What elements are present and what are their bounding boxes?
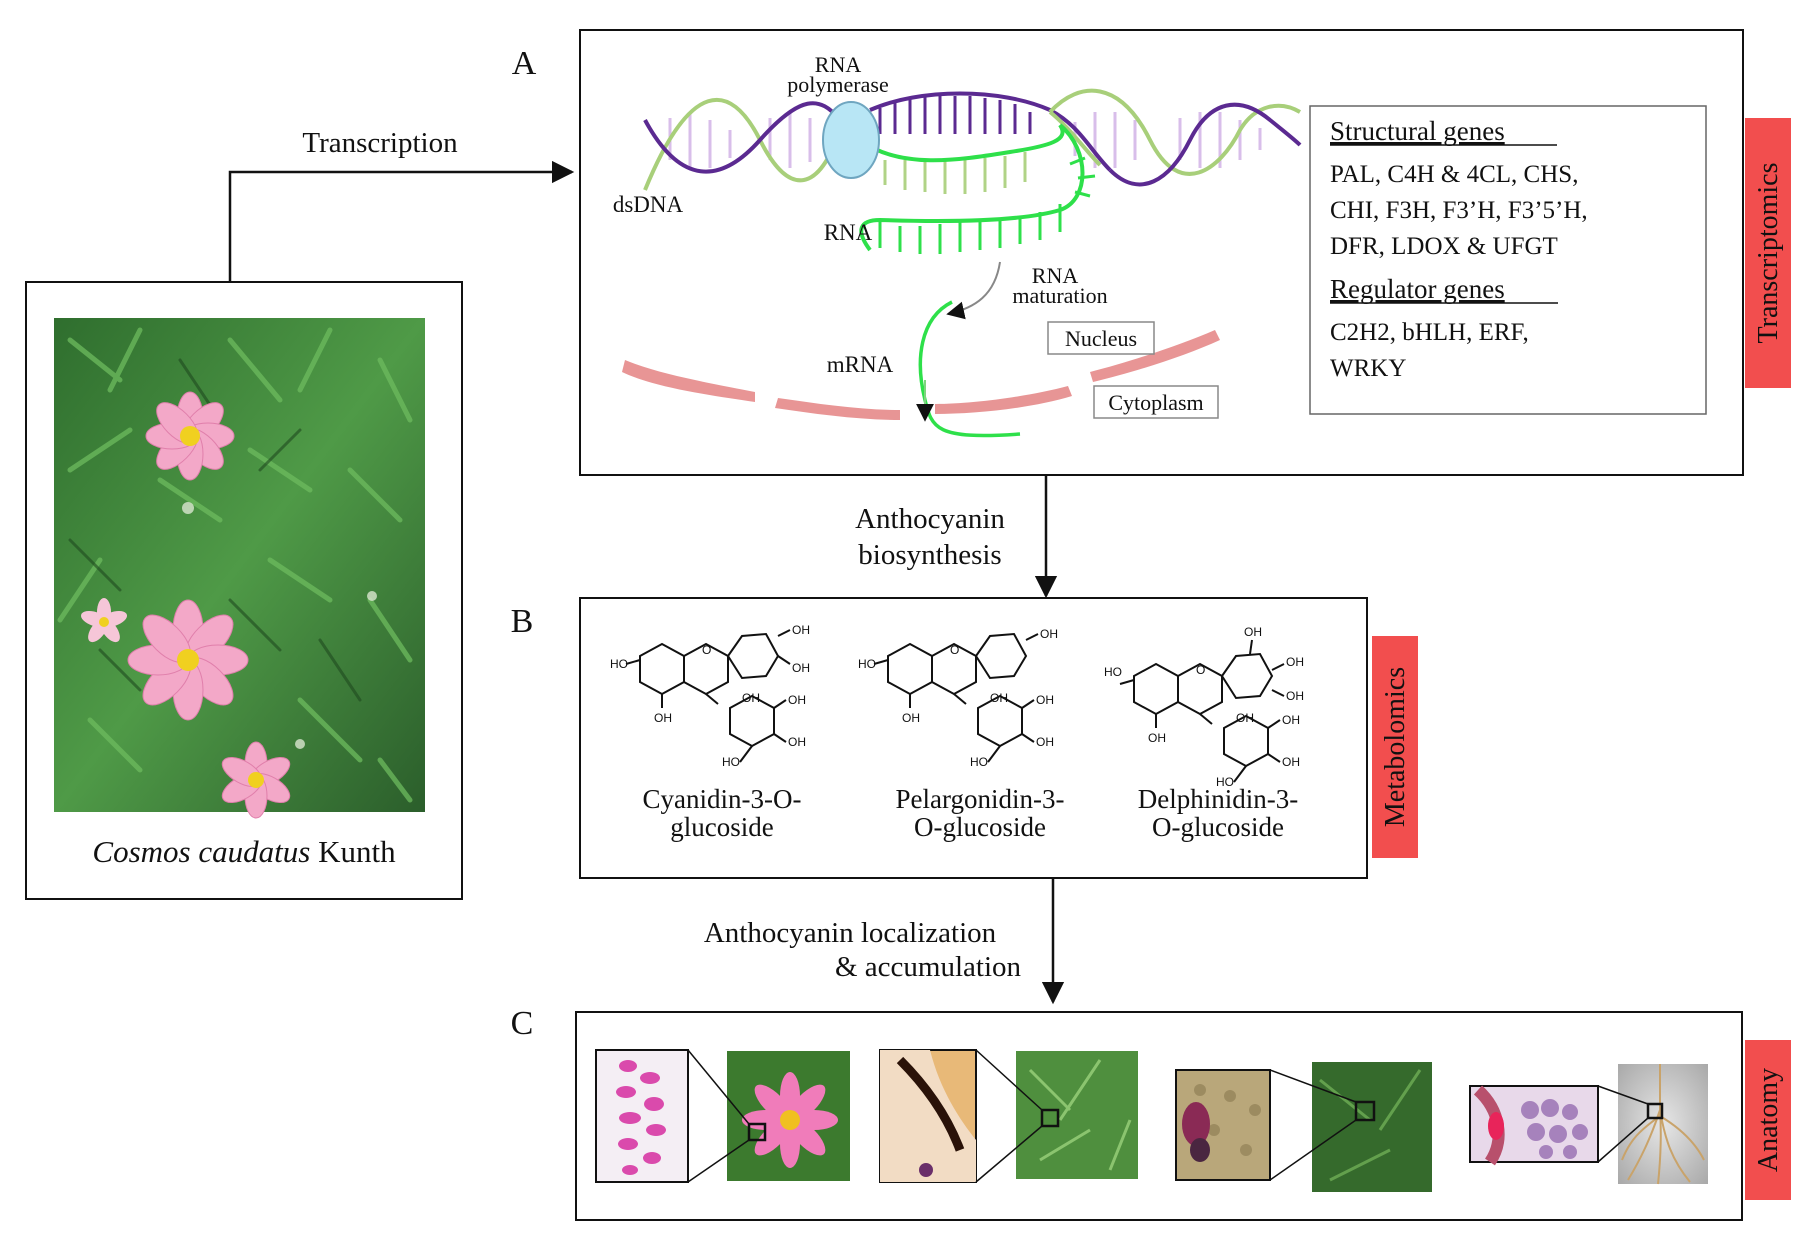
plant-panel: Cosmos caudatus Kunth <box>25 281 463 900</box>
transcription-label: Transcription <box>302 127 458 159</box>
svg-text:Anatomy: Anatomy <box>1753 1068 1784 1172</box>
svg-text:HO: HO <box>722 755 740 769</box>
svg-text:OH: OH <box>1282 755 1300 769</box>
panel-a: A <box>512 29 1791 476</box>
svg-text:HO: HO <box>610 657 628 671</box>
transcriptomics-tag: Transcriptomics <box>1745 118 1791 388</box>
delphinidin-structure <box>1119 639 1285 783</box>
plant-photo <box>54 318 425 819</box>
svg-text:HO: HO <box>1104 665 1122 679</box>
svg-text:OH: OH <box>1036 693 1054 707</box>
nuclear-membrane <box>622 330 1220 420</box>
rna-label: RNA <box>824 220 873 245</box>
structural-genes-line-3: DFR, LDOX & UFGT <box>1330 233 1558 260</box>
svg-text:OH: OH <box>990 691 1008 705</box>
svg-text:O: O <box>1196 663 1205 677</box>
svg-text:O: O <box>950 643 959 657</box>
plant-caption: Cosmos caudatus Kunth <box>92 834 396 869</box>
biosynthesis-arrow: Anthocyanin biosynthesis <box>855 475 1058 599</box>
anatomy-tag: Anatomy <box>1745 1040 1791 1200</box>
regulator-genes-title: Regulator genes <box>1330 274 1505 304</box>
structural-genes-line-1: PAL, C4H & 4CL, CHS, <box>1330 161 1578 188</box>
rna-strand <box>858 123 1096 254</box>
cosmos-flower-1 <box>145 391 235 481</box>
structural-genes-title: Structural genes <box>1330 116 1505 146</box>
svg-text:OH: OH <box>1286 689 1304 703</box>
svg-text:OH: OH <box>1036 735 1054 749</box>
compound-labels: Cyanidin-3-O- glucoside Pelargonidin-3- … <box>643 784 1299 842</box>
rna-polymerase-label-2: polymerase <box>787 72 888 97</box>
mrna-label: mRNA <box>827 352 894 377</box>
localization-label-2: & accumulation <box>835 951 1022 983</box>
anatomy-stem <box>1175 1062 1432 1192</box>
biosynthesis-label-1: Anthocyanin <box>855 503 1005 535</box>
svg-text:OH: OH <box>1148 731 1166 745</box>
svg-text:HO: HO <box>1216 775 1234 789</box>
svg-text:OH: OH <box>1236 711 1254 725</box>
dsdna-label: dsDNA <box>613 192 684 217</box>
svg-text:OH: OH <box>1282 713 1300 727</box>
dsdna-helix <box>643 88 1302 191</box>
svg-text:Nucleus: Nucleus <box>1065 326 1137 351</box>
svg-text:HO: HO <box>858 657 876 671</box>
cosmos-flower-2 <box>127 599 249 721</box>
anatomy-leaf <box>879 1049 1138 1183</box>
regulator-genes-line-1: C2H2, bHLH, ERF, <box>1330 319 1529 346</box>
pelargonidin-atom-labels: HO OH O OH OH OH HO OH <box>858 627 1058 769</box>
svg-text:O: O <box>702 643 711 657</box>
cyanidin-structure <box>625 629 791 763</box>
svg-text:OH: OH <box>902 711 920 725</box>
compound-1-line-1: Cyanidin-3-O- <box>643 784 802 814</box>
metabolomics-tag: Metabolomics <box>1372 636 1418 858</box>
svg-text:OH: OH <box>792 661 810 675</box>
rna-polymerase-shape <box>822 101 880 179</box>
svg-text:Metabolomics: Metabolomics <box>1380 667 1411 827</box>
delphinidin-atom-labels: HO OH O OH OH OH OH OH HO OH <box>1104 625 1304 789</box>
anatomy-petal <box>595 1049 850 1183</box>
compound-3-line-1: Delphinidin-3- <box>1138 784 1298 814</box>
compound-2-line-2: O-glucoside <box>914 812 1046 842</box>
regulator-genes-line-2: WRKY <box>1330 355 1406 382</box>
gene-box: Structural genes PAL, C4H & 4CL, CHS, CH… <box>1309 105 1707 415</box>
maturation-arrow <box>946 261 1001 320</box>
svg-text:OH: OH <box>1040 627 1058 641</box>
compound-1-line-2: glucoside <box>670 812 773 842</box>
localization-arrow: Anthocyanin localization & accumulation <box>704 878 1065 1005</box>
rna-maturation-label-1: RNA <box>1032 263 1079 288</box>
panel-c-letter: C <box>511 1005 534 1042</box>
panel-a-letter: A <box>512 45 537 82</box>
svg-text:Transcriptomics: Transcriptomics <box>1753 163 1784 344</box>
localization-label-1: Anthocyanin localization <box>704 917 997 949</box>
anatomy-root <box>1469 1064 1708 1185</box>
compound-2-line-1: Pelargonidin-3- <box>896 784 1065 814</box>
cosmos-flower-3 <box>221 741 291 819</box>
nucleus-tag: Nucleus <box>1047 321 1155 355</box>
compound-3-line-2: O-glucoside <box>1152 812 1284 842</box>
panel-c: C <box>511 1005 1791 1221</box>
svg-text:Cytoplasm: Cytoplasm <box>1108 390 1203 415</box>
svg-text:OH: OH <box>1244 625 1262 639</box>
cosmos-flower-4 <box>81 598 127 643</box>
rna-maturation-label-2: maturation <box>1012 283 1107 308</box>
pelargonidin-structure <box>873 632 1039 763</box>
svg-text:OH: OH <box>788 693 806 707</box>
svg-text:OH: OH <box>788 735 806 749</box>
panel-b-letter: B <box>511 603 534 640</box>
transcription-arrow: Transcription <box>228 127 575 282</box>
svg-text:OH: OH <box>654 711 672 725</box>
cytoplasm-tag: Cytoplasm <box>1093 385 1219 419</box>
structural-genes-line-2: CHI, F3H, F3’H, F3’5’H, <box>1330 197 1588 224</box>
rna-polymerase-label-1: RNA <box>815 52 862 77</box>
svg-text:OH: OH <box>1286 655 1304 669</box>
svg-text:OH: OH <box>792 623 810 637</box>
svg-text:OH: OH <box>742 691 760 705</box>
svg-text:HO: HO <box>970 755 988 769</box>
cyanidin-atom-labels: HO OH O OH OH OH OH HO OH <box>610 623 810 769</box>
biosynthesis-label-2: biosynthesis <box>858 539 1001 571</box>
